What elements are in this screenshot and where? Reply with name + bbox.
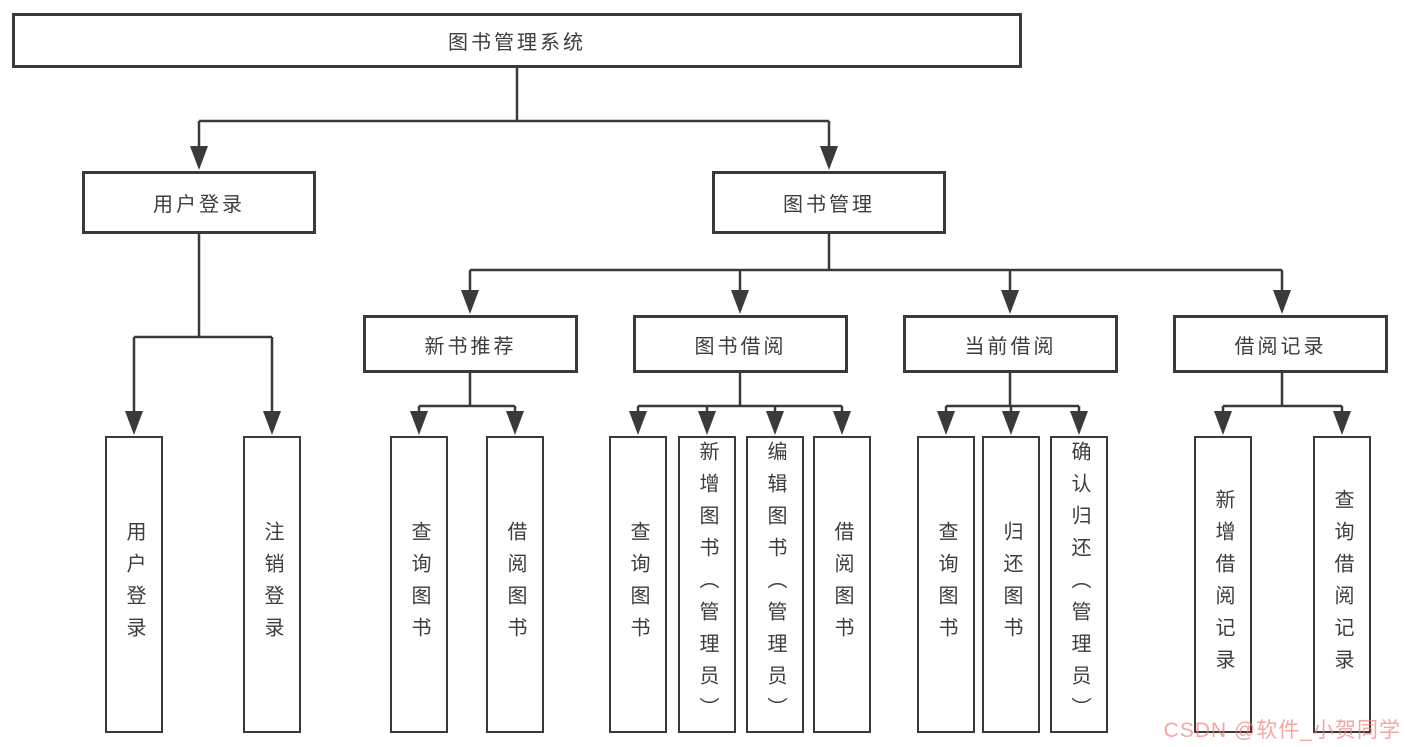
connector-user-login-children xyxy=(132,234,274,413)
leaf-logout: 注销登录 xyxy=(243,436,301,733)
node-book-borrowing: 图书借阅 xyxy=(633,315,848,373)
node-new-book-recommendation: 新书推荐 xyxy=(363,315,578,373)
watermark: CSDN @软件_小贺同学 xyxy=(1163,719,1401,742)
connector-root-to-level2 xyxy=(197,68,831,150)
leaf-query-borrow-record: 查询借阅记录 xyxy=(1313,436,1371,733)
connector-current-borrowing-children xyxy=(944,373,1081,414)
leaf-query-books-borrowing: 查询图书 xyxy=(609,436,667,733)
leaf-query-books-current: 查询图书 xyxy=(917,436,975,733)
node-borrowing-records: 借阅记录 xyxy=(1173,315,1388,373)
leaf-borrow-books: 借阅图书 xyxy=(813,436,871,733)
node-current-borrowing: 当前借阅 xyxy=(903,315,1118,373)
arrow-down-icons xyxy=(125,146,1351,435)
leaf-query-books-recommend: 查询图书 xyxy=(390,436,448,733)
leaf-borrow-books-recommend: 借阅图书 xyxy=(486,436,544,733)
node-book-management: 图书管理 xyxy=(712,171,946,234)
node-library-management-system: 图书管理系统 xyxy=(12,13,1022,68)
connector-borrowing-records-children xyxy=(1221,373,1344,414)
leaf-return-books: 归还图书 xyxy=(982,436,1040,733)
leaf-edit-books-admin: 编辑图书（管理员） xyxy=(746,436,804,733)
leaf-add-borrow-record: 新增借阅记录 xyxy=(1194,436,1252,733)
leaf-user-login: 用户登录 xyxy=(105,436,163,733)
connector-new-books-children xyxy=(417,373,517,414)
leaf-add-books-admin: 新增图书（管理员） xyxy=(678,436,736,733)
node-user-login: 用户登录 xyxy=(82,171,316,234)
connector-book-borrowing-children xyxy=(636,373,844,414)
connector-book-management-children xyxy=(468,234,1284,294)
leaf-confirm-return-admin: 确认归还（管理员） xyxy=(1050,436,1108,733)
